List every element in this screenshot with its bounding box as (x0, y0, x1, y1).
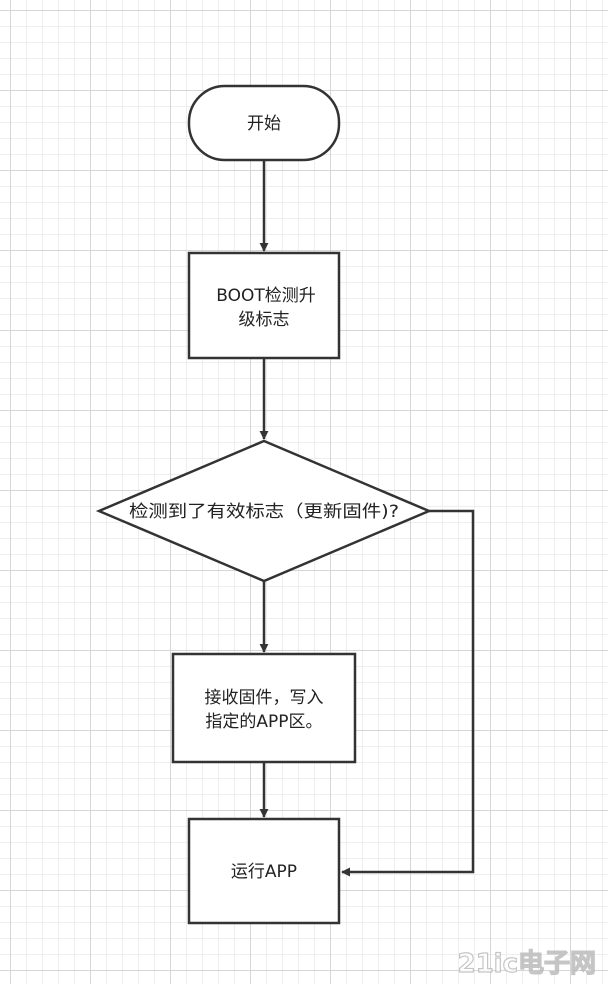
watermark-text: 21ic电子网 (457, 949, 596, 979)
receive-firmware-node: 接收固件，写入 指定的APP区。 (171, 652, 357, 764)
check-flag-label-line2: 级标志 (239, 310, 290, 330)
check-flag-label-line1: BOOT检测升 (216, 286, 316, 306)
start-label: 开始 (247, 114, 281, 134)
run-app-node: 运行APP (187, 817, 341, 925)
run-app-label: 运行APP (231, 862, 297, 882)
site-watermark: 21ic电子网 (457, 948, 597, 979)
check-flag-node: BOOT检测升 级标志 (187, 251, 341, 360)
start-node: 开始 (187, 84, 341, 162)
arrow-decision-no-to-run (341, 509, 475, 877)
decision-node: 检测到了有效标志（更新固件)? (95, 439, 433, 583)
receive-firmware-label-line2: 指定的APP区。 (205, 712, 322, 732)
receive-firmware-label-line1: 接收固件，写入 (205, 688, 324, 708)
decision-label: 检测到了有效标志（更新固件)? (129, 502, 399, 522)
